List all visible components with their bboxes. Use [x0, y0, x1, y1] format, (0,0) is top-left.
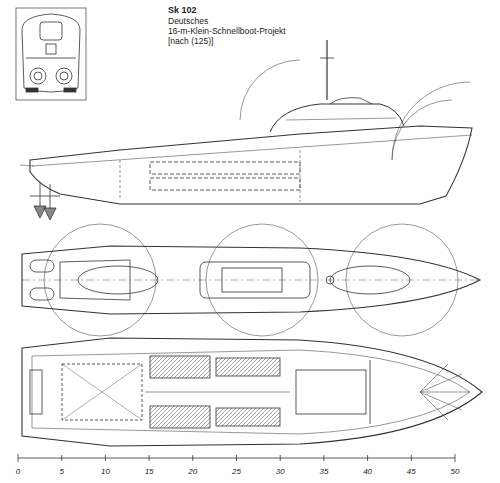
scale-number: 30 — [276, 468, 285, 476]
scale-number: 0 — [16, 468, 20, 476]
scale-number: 25 — [232, 468, 241, 476]
scale-number: 10 — [101, 468, 110, 476]
drawing-title: Sk 102 — [168, 6, 197, 15]
top-view — [22, 224, 480, 336]
plan-view — [22, 338, 482, 446]
front-view — [16, 8, 86, 100]
title-line: 16-m-Klein-Schnellboot-Projekt — [168, 27, 286, 36]
scale-number: 15 — [145, 468, 154, 476]
scale-number: 5 — [59, 468, 63, 476]
title-line: Deutsches — [168, 17, 208, 26]
scale-number: 50 — [451, 468, 460, 476]
scale-number: 20 — [188, 468, 197, 476]
scale-number: 35 — [319, 468, 328, 476]
scale-bar — [18, 454, 455, 462]
side-view — [20, 40, 472, 220]
scale-number: 45 — [407, 468, 416, 476]
title-line: [nach (125)] — [168, 37, 213, 46]
scale-number: 40 — [363, 468, 372, 476]
